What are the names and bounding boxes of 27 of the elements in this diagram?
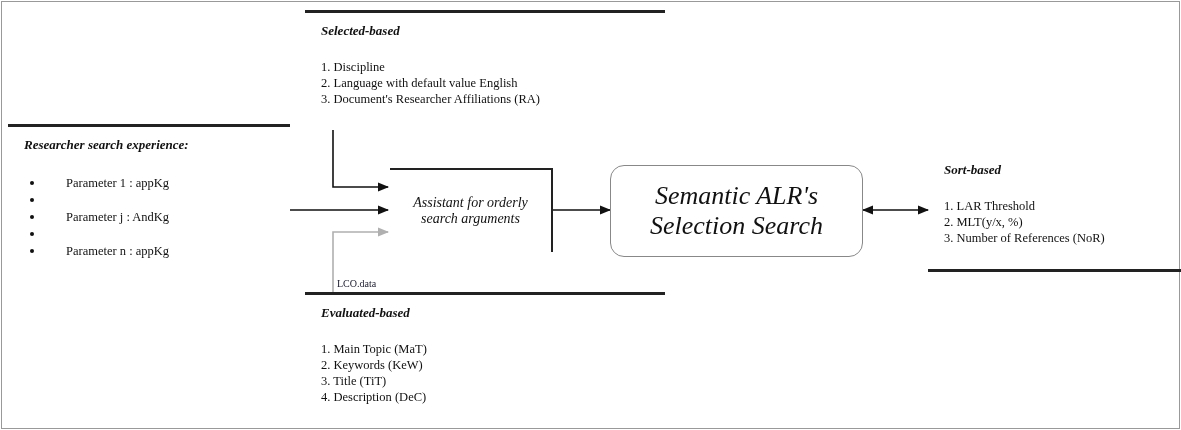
list-item: Parameter 1 : appKg (65, 175, 170, 191)
arrow (289, 205, 390, 215)
list-item: 2. Language with default value English (321, 75, 519, 91)
process-bracket (390, 168, 553, 252)
list-item: 3. Document's Researcher Affiliations (RA) (321, 91, 541, 107)
panel-heading: Selected-based (321, 23, 401, 39)
process-box (610, 165, 863, 257)
panel-heading: Researcher search experience: (24, 137, 190, 153)
list-item: 2. Keywords (KeW) (321, 357, 424, 373)
process-label: Semantic ALR's Selection Search (649, 181, 824, 241)
list-item: 3. Number of References (NoR) (944, 230, 1106, 246)
arrow (552, 205, 612, 215)
process-label: Assistant for orderly search arguments (411, 194, 529, 228)
list-item: 1. LAR Threshold (944, 198, 1037, 214)
list-item: 2. MLT(y/x, %) (944, 214, 1024, 230)
arrow (332, 227, 390, 293)
line-label: LCO.data (337, 278, 377, 289)
list-item: 4. Description (DeC) (321, 389, 428, 405)
arrow (332, 129, 390, 192)
list-item: 3. Title (TiT) (321, 373, 388, 389)
list-item: Parameter n : appKg (65, 243, 170, 259)
arrow (861, 205, 930, 215)
list-item: 1. Discipline (321, 59, 386, 75)
panel-heading: Evaluated-based (321, 305, 411, 321)
list-item: 1. Main Topic (MaT) (321, 341, 428, 357)
panel-heading: Sort-based (944, 162, 1003, 178)
list-item: Parameter j : AndKg (65, 209, 170, 225)
